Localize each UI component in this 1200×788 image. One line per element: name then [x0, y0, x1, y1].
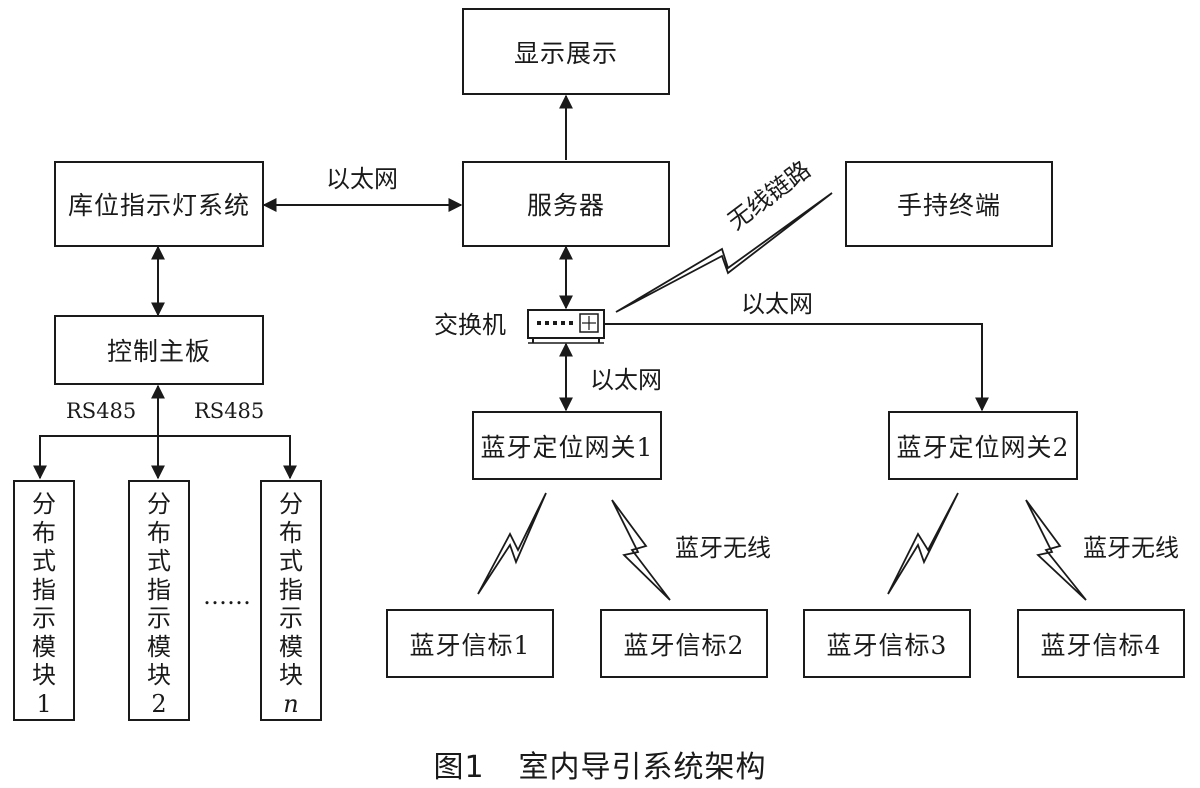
module-n-char: n: [283, 689, 299, 718]
module-n-char: 分: [279, 490, 303, 518]
ethernet-label-switch-gateway2: 以太网: [741, 290, 813, 318]
rs485-label-right: RS485: [194, 399, 265, 423]
beacon-2-label: 蓝牙信标2: [623, 630, 745, 660]
modules-ellipsis: ……: [203, 582, 251, 610]
beacon-4-label: 蓝牙信标4: [1040, 630, 1162, 660]
module-1-char: 分: [32, 490, 56, 518]
bt-wireless-label-2: 蓝牙无线: [1083, 534, 1179, 562]
module-n-char: 块: [279, 661, 303, 689]
beacon-1-box: 蓝牙信标1: [386, 609, 554, 678]
beacon-4-box: 蓝牙信标4: [1017, 609, 1185, 678]
caption-number: 图1: [433, 750, 485, 785]
module-1-char: 布: [32, 518, 56, 547]
switch-label: 交换机: [434, 311, 506, 339]
display-label: 显示展示: [513, 38, 618, 68]
bt-bolt-gw1-beacon1: [477, 492, 547, 595]
module-1-char: 式: [32, 547, 56, 575]
figure-caption: 图1 室内导引系统架构: [0, 742, 1200, 786]
module-1-char: 模: [32, 632, 56, 661]
server-label: 服务器: [526, 191, 605, 220]
beacon-3-label: 蓝牙信标3: [826, 630, 948, 660]
storage-light-system-box: 库位指示灯系统: [54, 161, 264, 247]
module-2-char: 布: [147, 518, 171, 547]
module-1-char: 示: [32, 604, 56, 632]
wireless-link-bolt: [615, 192, 833, 313]
module-2-char: 式: [147, 547, 171, 575]
module-n-char: 布: [279, 518, 303, 547]
module-n-char: 模: [279, 632, 303, 661]
beacon-2-box: 蓝牙信标2: [600, 609, 768, 678]
module-n-char: 指: [279, 575, 303, 604]
module-1-char: 指: [32, 575, 56, 604]
caption-text: 室内导引系统架构: [518, 750, 767, 785]
module-2-char: 指: [147, 575, 171, 604]
module-2-char: 模: [147, 632, 171, 661]
server-box: 服务器: [462, 161, 670, 247]
module-2-char: 分: [147, 490, 171, 518]
module-2-char: 示: [147, 604, 171, 632]
storage-light-system-label: 库位指示灯系统: [67, 191, 250, 220]
rs485-label-left: RS485: [66, 399, 137, 423]
control-board-label: 控制主板: [106, 337, 211, 366]
control-board-box: 控制主板: [54, 315, 264, 385]
ethernet-label-server-light: 以太网: [326, 165, 398, 193]
beacon-1-label: 蓝牙信标1: [409, 630, 531, 660]
module-n-char: 式: [279, 547, 303, 575]
handheld-terminal-label: 手持终端: [896, 191, 1001, 220]
gateway-1-label: 蓝牙定位网关1: [480, 432, 654, 462]
gateway-2-label: 蓝牙定位网关2: [896, 432, 1070, 462]
rs485-bus: [39, 435, 291, 476]
module-1-char: 块: [32, 661, 56, 689]
gateway-2-box: 蓝牙定位网关2: [888, 411, 1078, 480]
bt-bolt-gw1-beacon2: [611, 499, 671, 601]
ethernet-label-switch-gateway1: 以太网: [590, 366, 662, 394]
module-1-char: 1: [36, 689, 52, 718]
switch-icon: [527, 309, 605, 344]
module-n-char: 示: [279, 604, 303, 632]
arrow-switch-gateway2: [605, 323, 989, 412]
bt-bolt-gw2-beacon4: [1025, 499, 1087, 601]
module-n-box: 分 布 式 指 示 模 块 n: [260, 480, 322, 721]
module-2-char: 2: [151, 689, 167, 718]
module-1-box: 分 布 式 指 示 模 块 1: [13, 480, 75, 721]
display-box: 显示展示: [462, 8, 670, 95]
handheld-terminal-box: 手持终端: [845, 161, 1053, 247]
bt-wireless-label-1: 蓝牙无线: [675, 534, 771, 562]
module-2-box: 分 布 式 指 示 模 块 2: [128, 480, 190, 721]
gateway-1-box: 蓝牙定位网关1: [472, 411, 662, 480]
module-2-char: 块: [147, 661, 171, 689]
beacon-3-box: 蓝牙信标3: [803, 609, 971, 678]
bt-bolt-gw2-beacon3: [887, 492, 959, 595]
